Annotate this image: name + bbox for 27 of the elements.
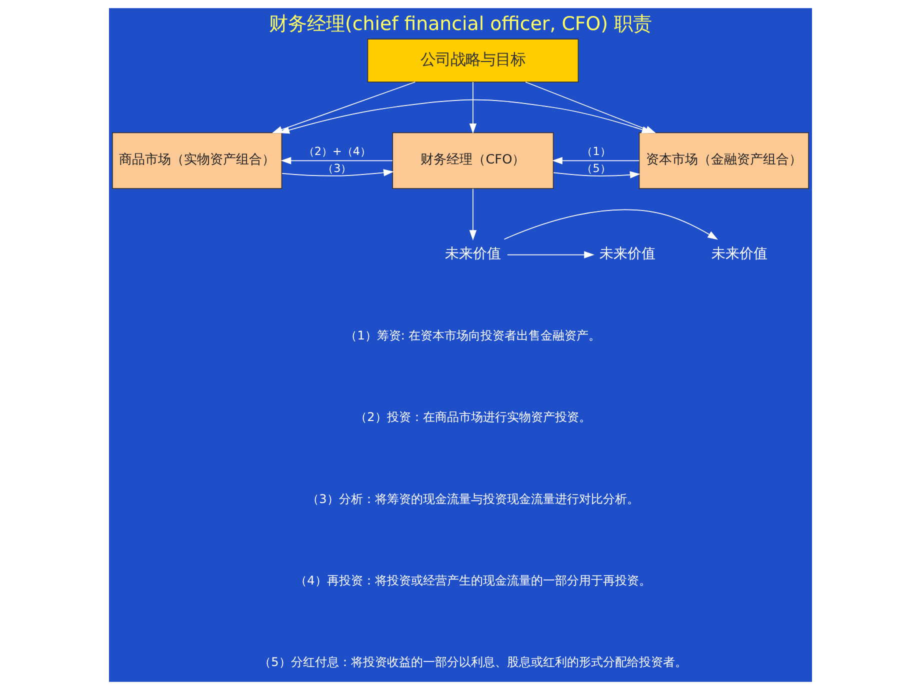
arrow [271,82,416,134]
node-box: 资本市场（金融资产组合） [638,132,808,190]
label: （1）筹资: 在资本市场向投资者出售金融资产。 [344,328,600,343]
label: （5）分红付息：将投资收益的一部分以利息、股息或红利的形式分配给投资者。 [258,655,686,670]
edge-label: （5） [581,162,610,176]
node-box: 财务经理（CFO） [392,132,554,190]
arrow [468,188,476,240]
arrow [552,171,640,178]
label: （2）投资：在商品市场进行实物资产投资。 [354,410,590,424]
node-box: 公司战略与目标 [366,38,578,82]
edge-label: （2）+（4） [302,144,370,158]
arrow [506,251,594,258]
edge-label: （1） [581,144,610,158]
arrow [503,209,718,240]
arrow [552,157,640,164]
diagram-title: 财务经理(chief financial officer, CFO) 职责 [268,13,652,36]
arrow [278,99,652,134]
label: （4）再投资：将投资或经营产生的现金流量的一部分用于再投资。 [294,574,650,588]
node-text: 未来价值 [444,246,500,262]
node-text: 未来价值 [599,246,656,262]
node-text: 未来价值 [710,246,767,262]
edge-label: （3） [322,162,352,176]
arrow [281,169,394,176]
arrow [468,82,476,134]
node-box: 商品市场（实物资产组合） [112,132,282,190]
arrow [280,157,392,164]
label: （3）分析：将筹资的现金流量与投资现金流量进行对比分析。 [306,492,638,506]
